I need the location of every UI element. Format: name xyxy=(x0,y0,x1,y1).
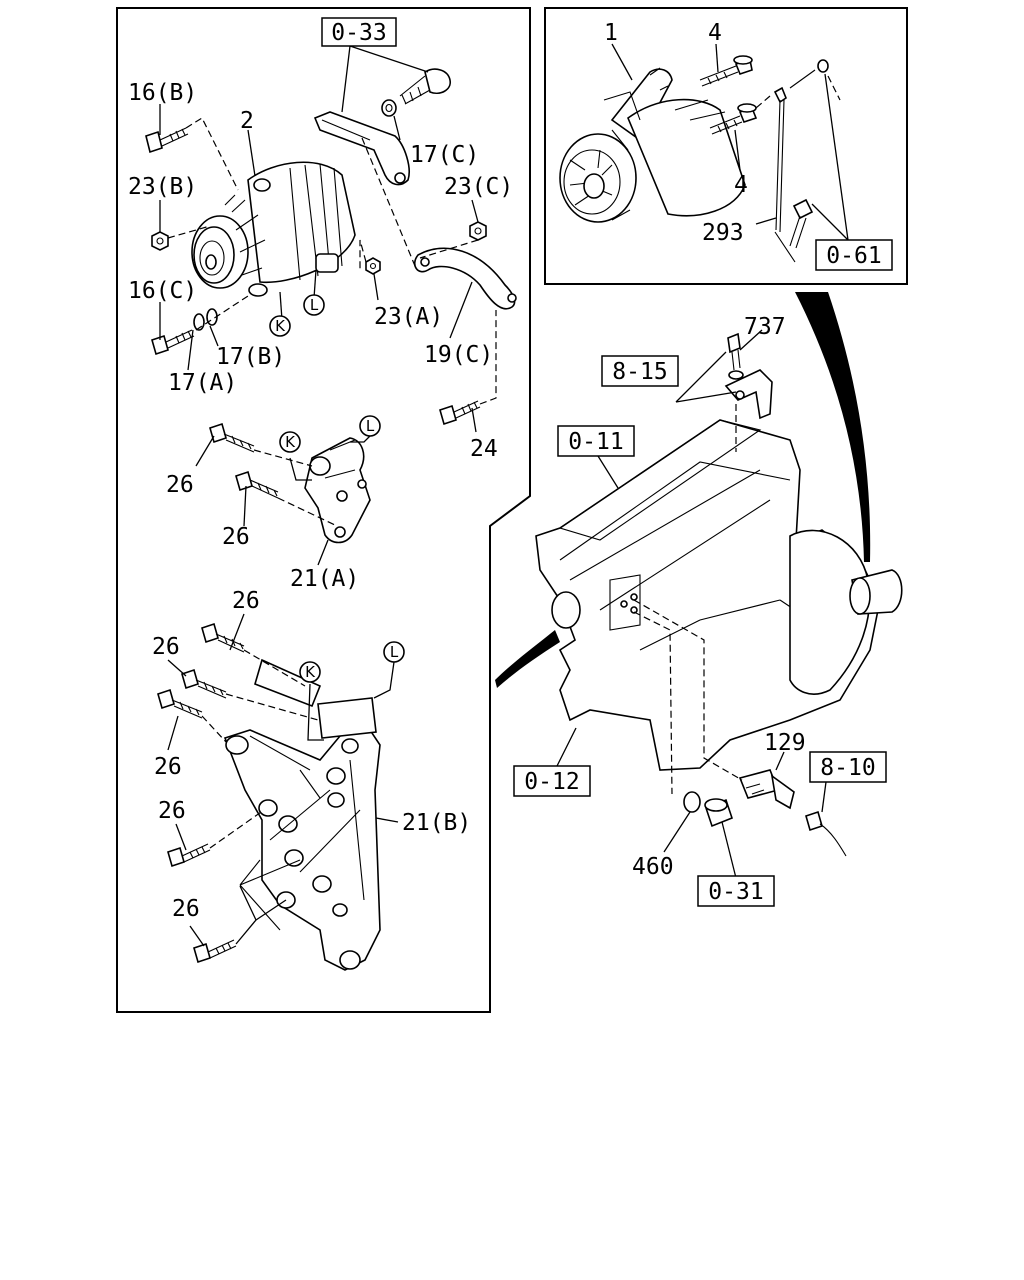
svg-text:0-12: 0-12 xyxy=(524,769,579,795)
label-23b: 23(B) xyxy=(128,174,197,200)
bolt-26-b4 xyxy=(167,843,211,868)
svg-text:8-10: 8-10 xyxy=(820,755,875,781)
marker-k-21a: K xyxy=(279,431,301,453)
label-129: 129 xyxy=(764,730,806,756)
ref-box-0-61[interactable]: 0-61 xyxy=(815,239,893,271)
ref-box-0-33[interactable]: 0-33 xyxy=(321,17,397,47)
nut-23b xyxy=(151,231,169,251)
svg-text:L: L xyxy=(310,296,319,314)
swoosh-arrow-left xyxy=(495,630,560,688)
label-737: 737 xyxy=(744,314,786,340)
ref-box-8-10[interactable]: 8-10 xyxy=(809,751,887,783)
label-21b: 21(B) xyxy=(402,810,471,836)
ref-box-0-11[interactable]: 0-11 xyxy=(557,425,635,457)
label-23c: 23(C) xyxy=(444,174,513,200)
bolt-26-upper-21a xyxy=(209,422,255,453)
label-24: 24 xyxy=(470,436,498,462)
label-26-f: 26 xyxy=(158,798,186,824)
ref-box-8-15[interactable]: 8-15 xyxy=(601,355,679,387)
washer-17c xyxy=(381,99,397,117)
label-16c: 16(C) xyxy=(128,278,197,304)
marker-l-alternator: L xyxy=(303,294,325,316)
label-26-a: 26 xyxy=(166,472,194,498)
label-2: 2 xyxy=(240,108,254,134)
bracket-21a xyxy=(304,437,371,544)
battery-cable-293 xyxy=(773,59,829,263)
left-panel-frame xyxy=(116,7,531,1013)
label-26-e: 26 xyxy=(154,754,182,780)
leader-lines-engine xyxy=(555,329,827,879)
svg-text:0-61: 0-61 xyxy=(826,243,881,269)
svg-text:0-11: 0-11 xyxy=(568,429,623,455)
adjusting-plate-19c xyxy=(413,247,517,310)
bolt-26-b1 xyxy=(201,622,245,653)
label-17c: 17(C) xyxy=(410,142,479,168)
bolt-16c xyxy=(151,329,195,356)
starter-motor xyxy=(559,67,746,223)
label-460: 460 xyxy=(632,854,674,880)
bolt-24 xyxy=(439,400,481,426)
label-19c: 19(C) xyxy=(424,342,493,368)
marker-l-21a: L xyxy=(359,415,381,437)
leader-lines-21b xyxy=(167,613,399,947)
engine-block xyxy=(535,419,903,771)
leader-lines-starter xyxy=(611,43,849,241)
label-16b: 16(B) xyxy=(128,80,197,106)
ref-box-0-31[interactable]: 0-31 xyxy=(697,875,775,907)
label-17b: 17(B) xyxy=(216,344,285,370)
marker-k-21b: K xyxy=(299,661,321,683)
label-26-c: 26 xyxy=(232,588,260,614)
svg-text:8-15: 8-15 xyxy=(612,359,667,385)
label-23a: 23(A) xyxy=(374,304,443,330)
alternator xyxy=(191,161,356,297)
bracket-21b xyxy=(223,658,381,971)
svg-text:K: K xyxy=(305,663,316,681)
adjuster-bracket-19c-upper xyxy=(313,111,410,186)
label-26-d: 26 xyxy=(152,634,180,660)
bolt-26-b5 xyxy=(193,939,237,964)
bolt-0-61 xyxy=(789,198,814,249)
label-4-bottom: 4 xyxy=(734,172,748,198)
bolt-16b xyxy=(145,127,189,154)
svg-text:0-33: 0-33 xyxy=(331,20,386,46)
sensor-129 xyxy=(738,769,795,810)
bolt-26-b3 xyxy=(157,688,203,719)
label-26-g: 26 xyxy=(172,896,200,922)
label-4-top: 4 xyxy=(708,20,722,46)
bolt-26-b2 xyxy=(181,668,227,699)
starter-panel-frame xyxy=(544,7,908,285)
label-26-b: 26 xyxy=(222,524,250,550)
nut-23a xyxy=(365,257,381,275)
marker-l-21b: L xyxy=(383,641,405,663)
bolt-4-lower xyxy=(709,103,758,135)
svg-text:L: L xyxy=(366,417,375,435)
svg-text:K: K xyxy=(275,317,286,335)
label-21a: 21(A) xyxy=(290,566,359,592)
bolt-26-lower-21a xyxy=(235,470,279,499)
bracket-737 xyxy=(724,332,773,420)
connector-8-10 xyxy=(805,810,847,857)
leader-lines-21a xyxy=(195,435,371,566)
marker-k-alternator: K xyxy=(269,315,291,337)
svg-text:K: K xyxy=(285,433,296,451)
svg-text:L: L xyxy=(390,643,399,661)
label-17a: 17(A) xyxy=(168,370,237,396)
svg-text:0-31: 0-31 xyxy=(708,879,763,905)
ref-box-0-12[interactable]: 0-12 xyxy=(513,765,591,797)
leader-lines-alternator xyxy=(159,45,497,433)
sleeve-bolt-0-33 xyxy=(399,68,451,105)
gasket-460 xyxy=(683,791,701,813)
label-1: 1 xyxy=(604,20,618,46)
nut-23c xyxy=(469,221,487,241)
plug-0-31 xyxy=(704,798,733,828)
swoosh-arrow xyxy=(795,292,871,562)
bolt-4-upper xyxy=(699,55,753,87)
label-293: 293 xyxy=(702,220,744,246)
